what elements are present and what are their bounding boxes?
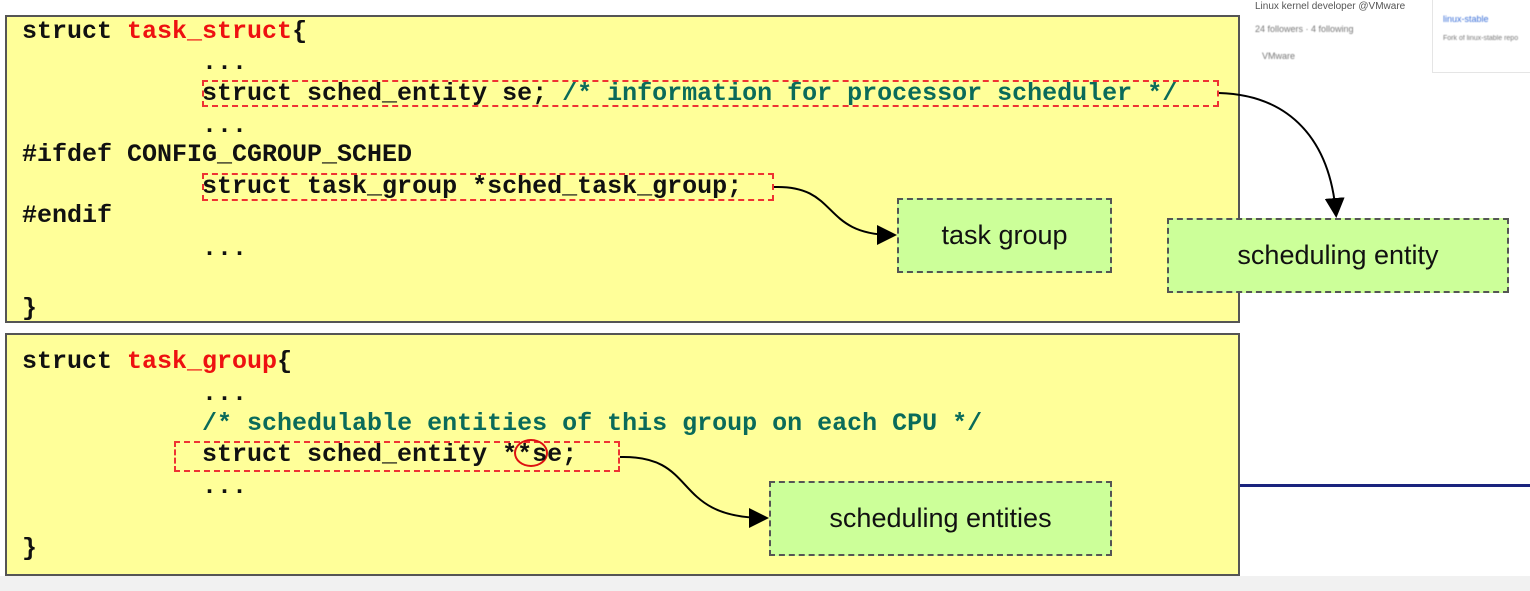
code-line: struct sched_entity **se; [22,441,577,469]
se-highlight [202,80,1219,107]
bottom-strip [0,576,1530,591]
bg-repo-name[interactable]: linux-stable [1443,14,1489,24]
code-line: #ifdef CONFIG_CGROUP_SCHED [22,141,412,169]
bg-company: VMware [1262,51,1296,61]
bg-repo-desc: Fork of linux-stable repo [1443,35,1519,42]
code-text: struct [22,17,128,46]
code-text: { [292,17,308,46]
code-text: ... [22,234,248,263]
arrow-se-array-to-scheduling-entities [619,455,769,528]
code-line: struct task_group{ [22,348,292,376]
code-line: struct task_group *sched_task_group; [22,173,742,201]
struct-name: task_struct [127,17,293,46]
code-line: ... [22,235,247,263]
code-text: struct sched_entity se; [22,79,563,108]
code-line: ... [22,49,247,77]
code-line: /* schedulable entities of this group on… [22,410,982,438]
code-line: struct sched_entity se; /* information f… [22,80,1177,108]
double-pointer-circle [514,439,548,467]
code-text: #endif [22,201,113,230]
code-text: { [277,347,293,376]
code-text: struct sched_entity **se; [22,440,578,469]
code-line: #endif [22,202,112,230]
code-text: ... [22,48,248,77]
bg-repo-card: linux-stable Fork of linux-stable repo [1432,0,1530,73]
code-line: struct task_struct{ [22,18,307,46]
bg-followers: 24 followers · 4 following [1255,24,1354,34]
bg-bio: Linux kernel developer @VMware [1255,1,1406,12]
bg-divider [1240,484,1530,487]
code-text: ... [22,472,248,501]
code-text [22,409,202,438]
code-line: ... [22,380,247,408]
code-line: ... [22,112,247,140]
code-text: } [22,534,38,563]
code-line: } [22,535,37,563]
code-text: struct task_group *sched_task_group; [22,172,743,201]
code-line: ... [22,473,247,501]
scheduling-entities-label: scheduling entities [769,481,1112,556]
code-text: struct [22,347,128,376]
code-comment: /* information for processor scheduler *… [562,79,1178,108]
code-text: ... [22,379,248,408]
struct-name: task_group [127,347,278,376]
se-array-highlight [174,441,620,472]
code-line: } [22,295,37,323]
code-text: ... [22,111,248,140]
scheduling-entity-label: scheduling entity [1167,218,1509,293]
sched-task-group-highlight [202,173,774,201]
code-text: } [22,294,38,323]
arrow-se-to-scheduling-entity [1218,92,1345,218]
task-group-label: task group [897,198,1112,273]
code-text: #ifdef CONFIG_CGROUP_SCHED [22,140,413,169]
code-comment: /* schedulable entities of this group on… [202,409,983,438]
arrow-sched-task-group-to-task-group [773,185,897,245]
